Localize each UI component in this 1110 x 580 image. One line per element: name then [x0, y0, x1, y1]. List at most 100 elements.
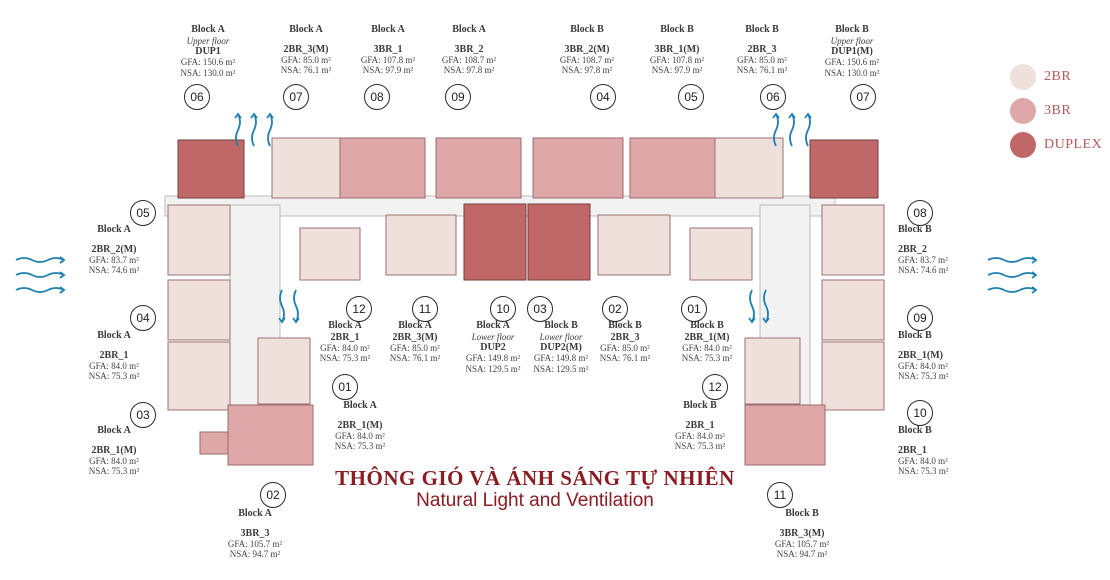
- airflow-arrowhead: [1031, 271, 1038, 279]
- airflow-arrow: [987, 272, 1037, 278]
- unit-number-b12: 12: [702, 374, 728, 400]
- unit-number-b10: 10: [907, 400, 933, 426]
- plan-3br3m-b: [744, 404, 826, 466]
- unit-number-b05: 05: [678, 84, 704, 110]
- airflow-arrow: [235, 113, 241, 147]
- unit-number-a06: 06: [184, 84, 210, 110]
- unit-number-a02: 02: [260, 482, 286, 508]
- plan-2br1-inner-a: [299, 227, 361, 281]
- plan-2br3-b: [714, 137, 784, 199]
- legend: 2BR 3BR DUPLEX: [1010, 64, 1102, 166]
- plan-2br2-b: [821, 204, 885, 276]
- airflow-arrow: [987, 287, 1037, 293]
- unit-number-b09: 09: [907, 305, 933, 331]
- legend-item-3br: 3BR: [1010, 98, 1102, 124]
- unit-number-a05: 05: [130, 200, 156, 226]
- unit-number-a10: 10: [490, 296, 516, 322]
- legend-swatch-duplex: [1010, 132, 1036, 158]
- unit-number-b08: 08: [907, 200, 933, 226]
- plan-2br3-inner-b: [597, 214, 671, 276]
- plan-2br3m-inner-a: [385, 214, 457, 276]
- airflow-arrowhead: [1031, 256, 1038, 264]
- airflow-arrowhead: [748, 317, 756, 324]
- plan-2br1m-b: [821, 279, 885, 341]
- plan-dup1-a: [177, 139, 245, 199]
- ventilation-arrows: [15, 112, 1038, 324]
- airflow-arrow: [805, 113, 811, 147]
- unit-number-a08: 08: [364, 84, 390, 110]
- airflow-arrow: [267, 113, 273, 147]
- plan-3br2m-b: [532, 137, 624, 199]
- plan-2br1m-lower-a: [257, 337, 311, 405]
- unit-number-a04: 04: [130, 305, 156, 331]
- unit-number-a07: 07: [283, 84, 309, 110]
- plan-dup2m-b: [527, 203, 591, 281]
- unit-number-a03: 03: [130, 402, 156, 428]
- legend-label-3br: 3BR: [1044, 103, 1072, 118]
- legend-label-2br: 2BR: [1044, 69, 1072, 84]
- legend-item-duplex: DUPLEX: [1010, 132, 1102, 158]
- plan-2br1m-a: [167, 341, 231, 411]
- plan-2br1-lower-b: [744, 337, 801, 405]
- airflow-arrowhead: [59, 286, 66, 294]
- legend-item-2br: 2BR: [1010, 64, 1102, 90]
- unit-number-b11: 11: [767, 482, 793, 508]
- airflow-arrow: [987, 257, 1037, 263]
- airflow-arrow: [789, 113, 795, 147]
- unit-number-a09: 09: [445, 84, 471, 110]
- unit-number-a01: 01: [332, 374, 358, 400]
- plan-2br1m-inner-b: [689, 227, 753, 281]
- airflow-arrowhead: [804, 112, 812, 119]
- legend-swatch-3br: [1010, 98, 1036, 124]
- plan-dup1m-b: [809, 139, 879, 199]
- unit-number-b06: 06: [760, 84, 786, 110]
- plan-dup2-a: [463, 203, 527, 281]
- airflow-arrowhead: [250, 112, 258, 119]
- legend-label-duplex: DUPLEX: [1044, 137, 1103, 152]
- airflow-arrow: [15, 272, 65, 278]
- airflow-arrowhead: [1031, 286, 1038, 294]
- airflow-arrowhead: [762, 317, 770, 324]
- airflow-arrow: [773, 113, 779, 147]
- unit-number-b04: 04: [590, 84, 616, 110]
- airflow-arrow: [15, 287, 65, 293]
- unit-number-b03: 03: [527, 296, 553, 322]
- unit-number-a11: 11: [412, 296, 438, 322]
- plan-3br1m-b: [629, 137, 716, 199]
- airflow-arrowhead: [788, 112, 796, 119]
- plan-2br3m-a: [271, 137, 343, 199]
- legend-swatch-2br: [1010, 64, 1036, 90]
- plan-2br1-b: [821, 341, 885, 411]
- airflow-arrowhead: [266, 112, 274, 119]
- airflow-arrowhead: [772, 112, 780, 119]
- unit-number-b02: 02: [602, 296, 628, 322]
- unit-number-b01: 01: [681, 296, 707, 322]
- plan-3br3-a-ext: [199, 431, 229, 455]
- airflow-arrowhead: [278, 317, 286, 324]
- plan-3br3-a: [227, 404, 314, 466]
- plan-2br1-a: [167, 279, 231, 341]
- airflow-arrowhead: [234, 112, 242, 119]
- title-english: Natural Light and Ventilation: [416, 490, 654, 511]
- airflow-arrow: [279, 289, 285, 323]
